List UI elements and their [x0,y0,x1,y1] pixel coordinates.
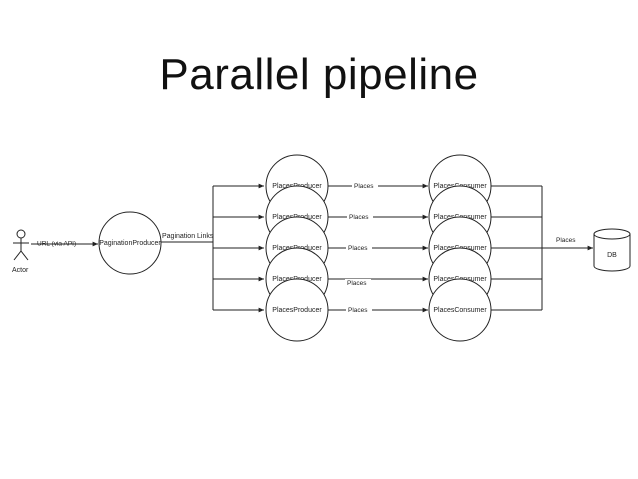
places-label-3: Places [348,245,368,252]
slide-title: Parallel pipeline [159,50,479,99]
places-label-5: Places [348,307,368,314]
edge-label-to-db: Places [556,237,576,244]
edge-label-pagination-links: Pagination Links [162,233,214,240]
actor-icon [13,229,29,261]
producer-label-5: PlacesProducer [272,307,322,314]
db-cylinder-icon [593,228,631,272]
places-label-4: Places [347,280,367,287]
pagination-producer-node [98,211,162,275]
edge-label-url: URL (via API) [37,241,76,248]
places-label-1: Places [354,183,374,190]
places-label-2: Places [349,214,369,221]
actor-label: Actor [12,267,29,274]
db-label: DB [607,252,617,259]
consumer-label-5: PlacesConsumer [433,307,487,314]
pagination-producer-label: PaginationProducer [99,240,161,247]
